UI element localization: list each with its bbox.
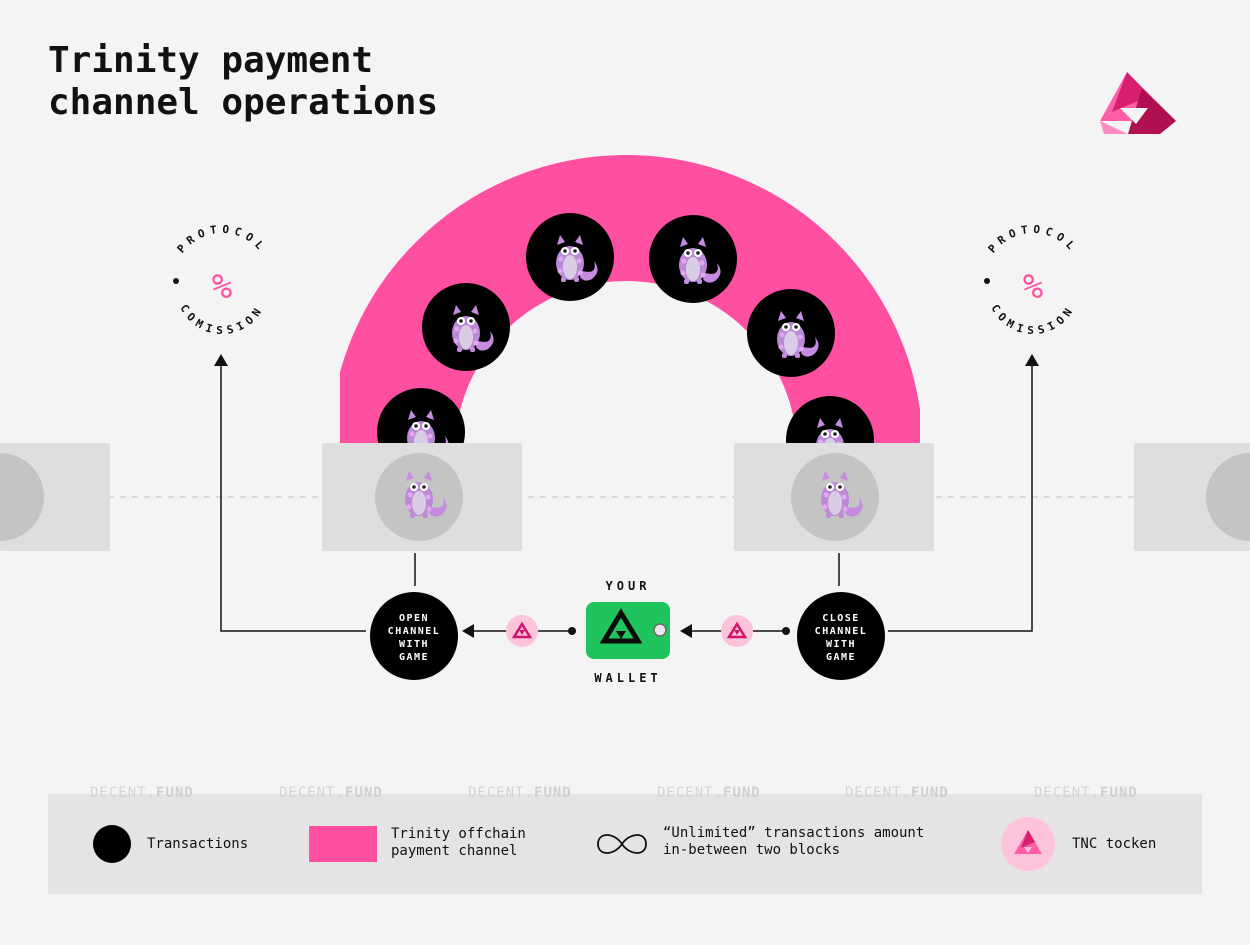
title-line-1: Trinity payment [48, 40, 374, 81]
offchain-channel-arch [340, 155, 920, 444]
close-channel-line: GAME [826, 652, 856, 663]
arrow-to-wallet [680, 624, 692, 638]
arrow-to-open [462, 624, 474, 638]
percent-icon: % [212, 267, 232, 307]
legend-transaction-dot [93, 825, 131, 863]
protocol-commission-badge-left: PROTOCOL COMISSION % [173, 223, 270, 337]
watermark: DECENT.FUND [1034, 785, 1138, 801]
legend-panel: Transactions Trinity offchain payment ch… [48, 794, 1202, 894]
wallet-card [586, 602, 670, 659]
wallet-logo-icon [599, 608, 643, 644]
transaction-dot [786, 396, 874, 444]
transaction-dot [377, 388, 465, 444]
open-channel-node [370, 592, 458, 680]
watermark: DECENT.FUND [845, 785, 949, 801]
commission-path-right [888, 365, 1033, 632]
page-title: Trinity payment channel operations [48, 40, 438, 124]
close-channel-line: CHANNEL [815, 626, 868, 637]
open-channel-line: OPEN [399, 613, 429, 624]
infinity-icon [597, 834, 647, 854]
svg-text:PROTOCOL: PROTOCOL [175, 223, 270, 256]
watermark: DECENT.FUND [279, 785, 383, 801]
open-channel-line: CHANNEL [388, 626, 441, 637]
wallet-clasp-icon [653, 623, 667, 637]
wallet-label-bottom: WALLET [594, 671, 661, 685]
close-channel-line: CLOSE [822, 613, 860, 624]
badge-top-text: PROTOCOL [986, 223, 1076, 256]
svg-text:COMISSION: COMISSION [177, 302, 266, 337]
legend-token-label: TNC tocken [1072, 836, 1157, 852]
watermark: DECENT.FUND [90, 785, 194, 801]
commission-path-left [220, 365, 366, 632]
close-channel-line: WITH [826, 639, 856, 650]
close-channel-node [797, 592, 885, 680]
legend-transactions-label: Transactions [147, 836, 249, 852]
legend-channel-swatch [309, 826, 377, 862]
open-channel-line: WITH [399, 639, 429, 650]
badge-top-text: PROTOCOL [175, 223, 265, 256]
legend-unlimited-label: “Unlimited” transactions amount in-betwe… [663, 825, 925, 858]
percent-icon: % [1023, 267, 1043, 307]
watermark-row: DECENT.FUND DECENT.FUND DECENT.FUND DECE… [48, 785, 1202, 805]
legend-token-icon [1001, 817, 1055, 871]
title-line-2: channel operations [48, 82, 439, 123]
badge-bottom-text: COMISSION [177, 302, 261, 337]
svg-text:PROTOCOL: PROTOCOL [986, 223, 1081, 256]
wallet-label-top: YOUR [606, 579, 651, 593]
protocol-commission-badge-right: PROTOCOL COMISSION % [984, 223, 1081, 337]
open-channel-line: GAME [399, 652, 429, 663]
legend-offchain-label: Trinity offchain payment channel [391, 826, 526, 859]
watermark: DECENT.FUND [468, 785, 572, 801]
watermark: DECENT.FUND [657, 785, 761, 801]
svg-text:COMISSION: COMISSION [988, 302, 1077, 337]
badge-bottom-text: COMISSION [988, 302, 1072, 337]
trinity-logo-icon [1100, 72, 1176, 134]
